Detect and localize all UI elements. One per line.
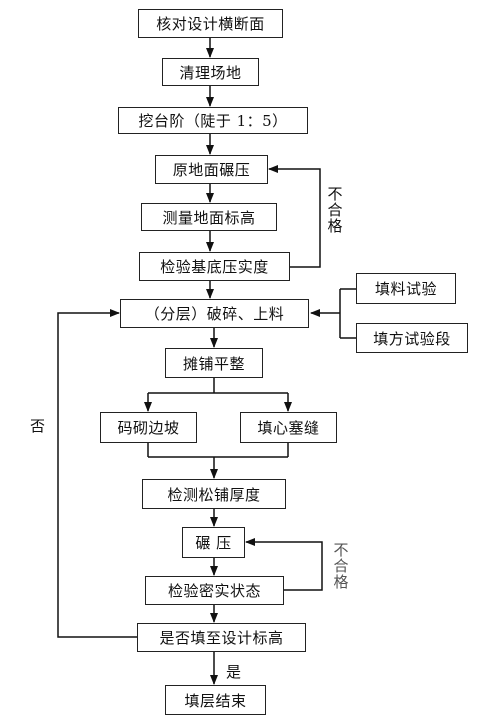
loop-no: [57, 309, 137, 638]
label-fail-density-state: 不合格: [333, 541, 349, 591]
input-fill-material-test: 填料试验: [356, 273, 456, 304]
step-measure-elevation: 测量地面标高: [141, 203, 277, 231]
step-verify-cross-section: 核对设计横断面: [138, 9, 283, 38]
label-no: 否: [30, 417, 46, 435]
label-fail-base-density: 不合格: [327, 185, 343, 235]
step-build-slope: 码砌边坡: [100, 412, 197, 443]
step-clear-site: 清理场地: [162, 58, 259, 86]
step-check-density-state: 检验密实状态: [145, 576, 284, 605]
step-ground-compaction: 原地面碾压: [155, 155, 268, 184]
step-compaction: 碾 压: [182, 527, 245, 558]
step-check-loose-thickness: 检测松铺厚度: [142, 479, 286, 509]
step-spread-level: 摊铺平整: [165, 348, 263, 378]
step-cut-steps: 挖台阶（陡于 1：5）: [118, 107, 308, 134]
loop-fail-2: [245, 538, 323, 591]
label-yes: 是: [226, 663, 242, 681]
input-fill-test-section: 填方试验段: [356, 323, 468, 353]
step-layer-complete: 填层结束: [165, 685, 266, 715]
step-crush-and-load: （分层）破碎、上料: [120, 299, 309, 328]
step-check-base-density: 检验基底压实度: [139, 252, 290, 281]
loop-fail-1: [268, 165, 321, 268]
step-fill-joints: 填心塞缝: [240, 412, 337, 443]
step-reached-design-elevation: 是否填至设计标高: [137, 623, 306, 652]
